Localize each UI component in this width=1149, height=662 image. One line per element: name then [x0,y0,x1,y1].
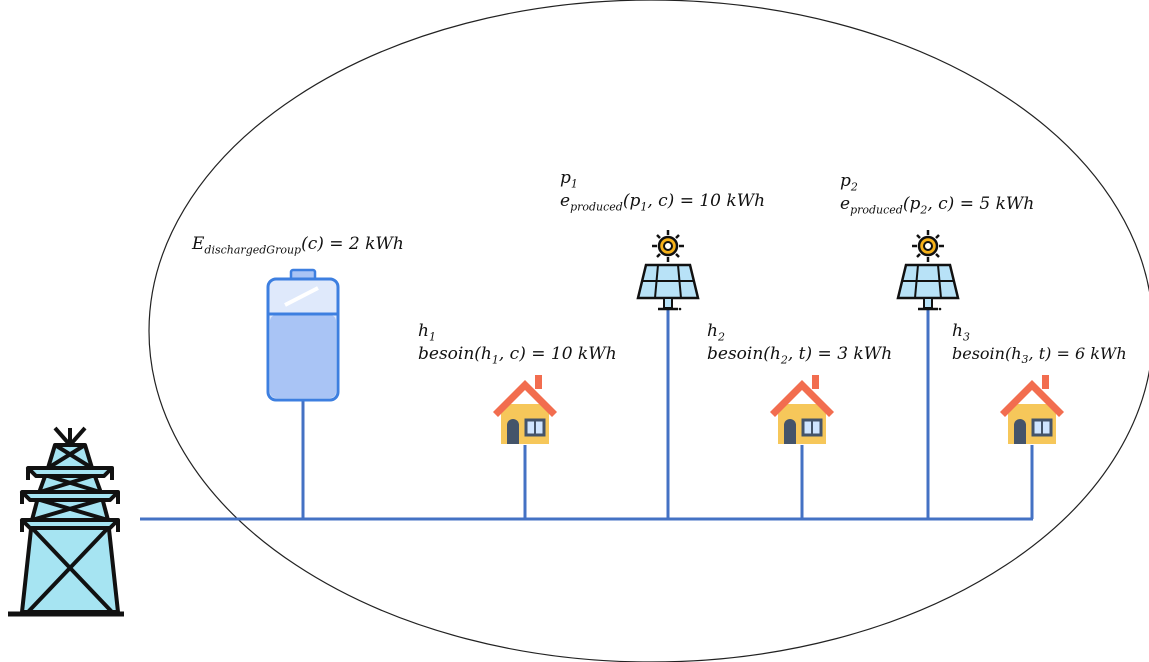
energy-argument-index: 1 [640,200,648,214]
house-index: 1 [428,330,436,344]
energy-argument: (p [622,191,641,211]
demand-function: besoin(h [418,344,492,364]
producer-2-name: p2 [840,171,858,194]
demand-value: , t) = 3 kWh [787,344,893,364]
demand-index: 1 [491,353,499,367]
producer-1-energy-label: eproduced(p1, c) = 10 kWh [560,191,766,214]
demand-function: besoin(h [952,344,1022,363]
demand-index: 3 [1021,353,1029,367]
house-index: 2 [717,330,725,344]
battery-energy-label: EdischargedGroup(c) = 2 kWh [192,234,404,257]
house-2-name: h2 [707,321,725,344]
producer-index: 2 [850,180,858,194]
producer-name: p [840,171,851,191]
power-pylon-icon [8,426,124,617]
energy-subscript: produced [570,200,623,214]
demand-value: , t) = 6 kWh [1028,344,1127,363]
house-icon [493,375,557,444]
solar-panel-icon [896,230,960,311]
energy-argument: (p [902,194,921,214]
house-name: h [418,321,429,341]
house-name: h [952,321,963,341]
house-1-name: h1 [418,321,436,344]
house-index: 3 [962,330,970,344]
energy-subscript: produced [850,203,903,217]
house-icon [770,375,834,444]
battery-label-rest: (c) = 2 kWh [301,234,404,254]
demand-function: besoin(h [707,344,781,364]
producer-2-energy-label: eproduced(p2, c) = 5 kWh [840,194,1035,217]
house-3-demand-label: besoin(h3, t) = 6 kWh [952,344,1127,367]
community-boundary [148,0,1149,662]
demand-index: 2 [780,353,788,367]
producer-name: p [560,168,571,188]
house-name: h [707,321,718,341]
demand-value: , c) = 10 kWh [498,344,617,364]
solar-panel-icon [636,230,700,311]
energy-value: , c) = 5 kWh [927,194,1035,214]
energy-argument-index: 2 [920,203,928,217]
battery-label-main: E [192,234,205,254]
energy-symbol: e [840,194,851,214]
house-1-demand-label: besoin(h1, c) = 10 kWh [418,344,617,367]
producer-1-name: p1 [560,168,578,191]
house-3-name: h3 [952,321,970,344]
energy-value: , c) = 10 kWh [647,191,766,211]
house-2-demand-label: besoin(h2, t) = 3 kWh [707,344,893,367]
house-icon [1000,375,1064,444]
battery-label-sub: dischargedGroup [204,243,302,257]
energy-symbol: e [560,191,571,211]
battery-icon [266,268,340,402]
producer-index: 1 [570,177,578,191]
